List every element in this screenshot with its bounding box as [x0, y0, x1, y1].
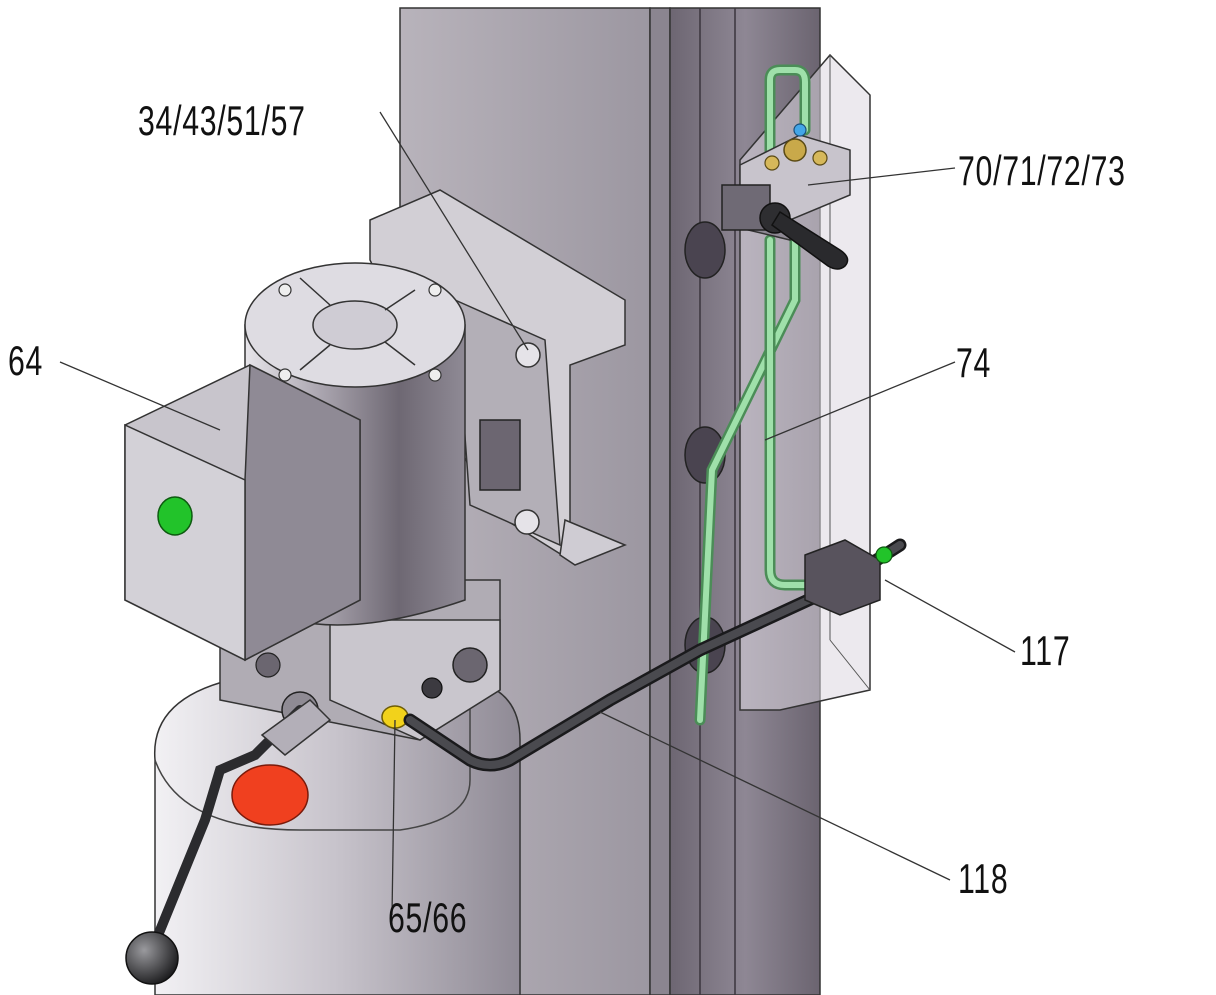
green-hydraulic-hose — [694, 64, 821, 726]
leader-lines — [59, 111, 1016, 916]
callout-64: 64 — [8, 337, 44, 384]
leader-118 — [599, 711, 951, 881]
leader-74 — [764, 361, 956, 441]
callout-118: 118 — [958, 855, 1009, 902]
black-hydraulic-hose — [403, 538, 907, 772]
valve-block — [721, 123, 851, 270]
callout-65-66: 65/66 — [388, 894, 468, 941]
control-box — [124, 363, 361, 662]
callout-70-71-72-73: 70/71/72/73 — [958, 147, 1126, 194]
release-handle — [125, 699, 332, 985]
callout-34-43-51-57: 34/43/51/57 — [138, 97, 306, 144]
oil-tank — [154, 679, 521, 995]
callout-117: 117 — [1020, 627, 1071, 674]
leader-65-66 — [391, 719, 396, 916]
leader-34-43-51-57 — [379, 111, 529, 351]
cable-gland-fitting — [804, 539, 893, 616]
callout-74: 74 — [956, 339, 992, 386]
leader-64 — [59, 361, 221, 431]
leader-117 — [884, 579, 1016, 653]
leader-70-71-72-73 — [807, 167, 956, 186]
